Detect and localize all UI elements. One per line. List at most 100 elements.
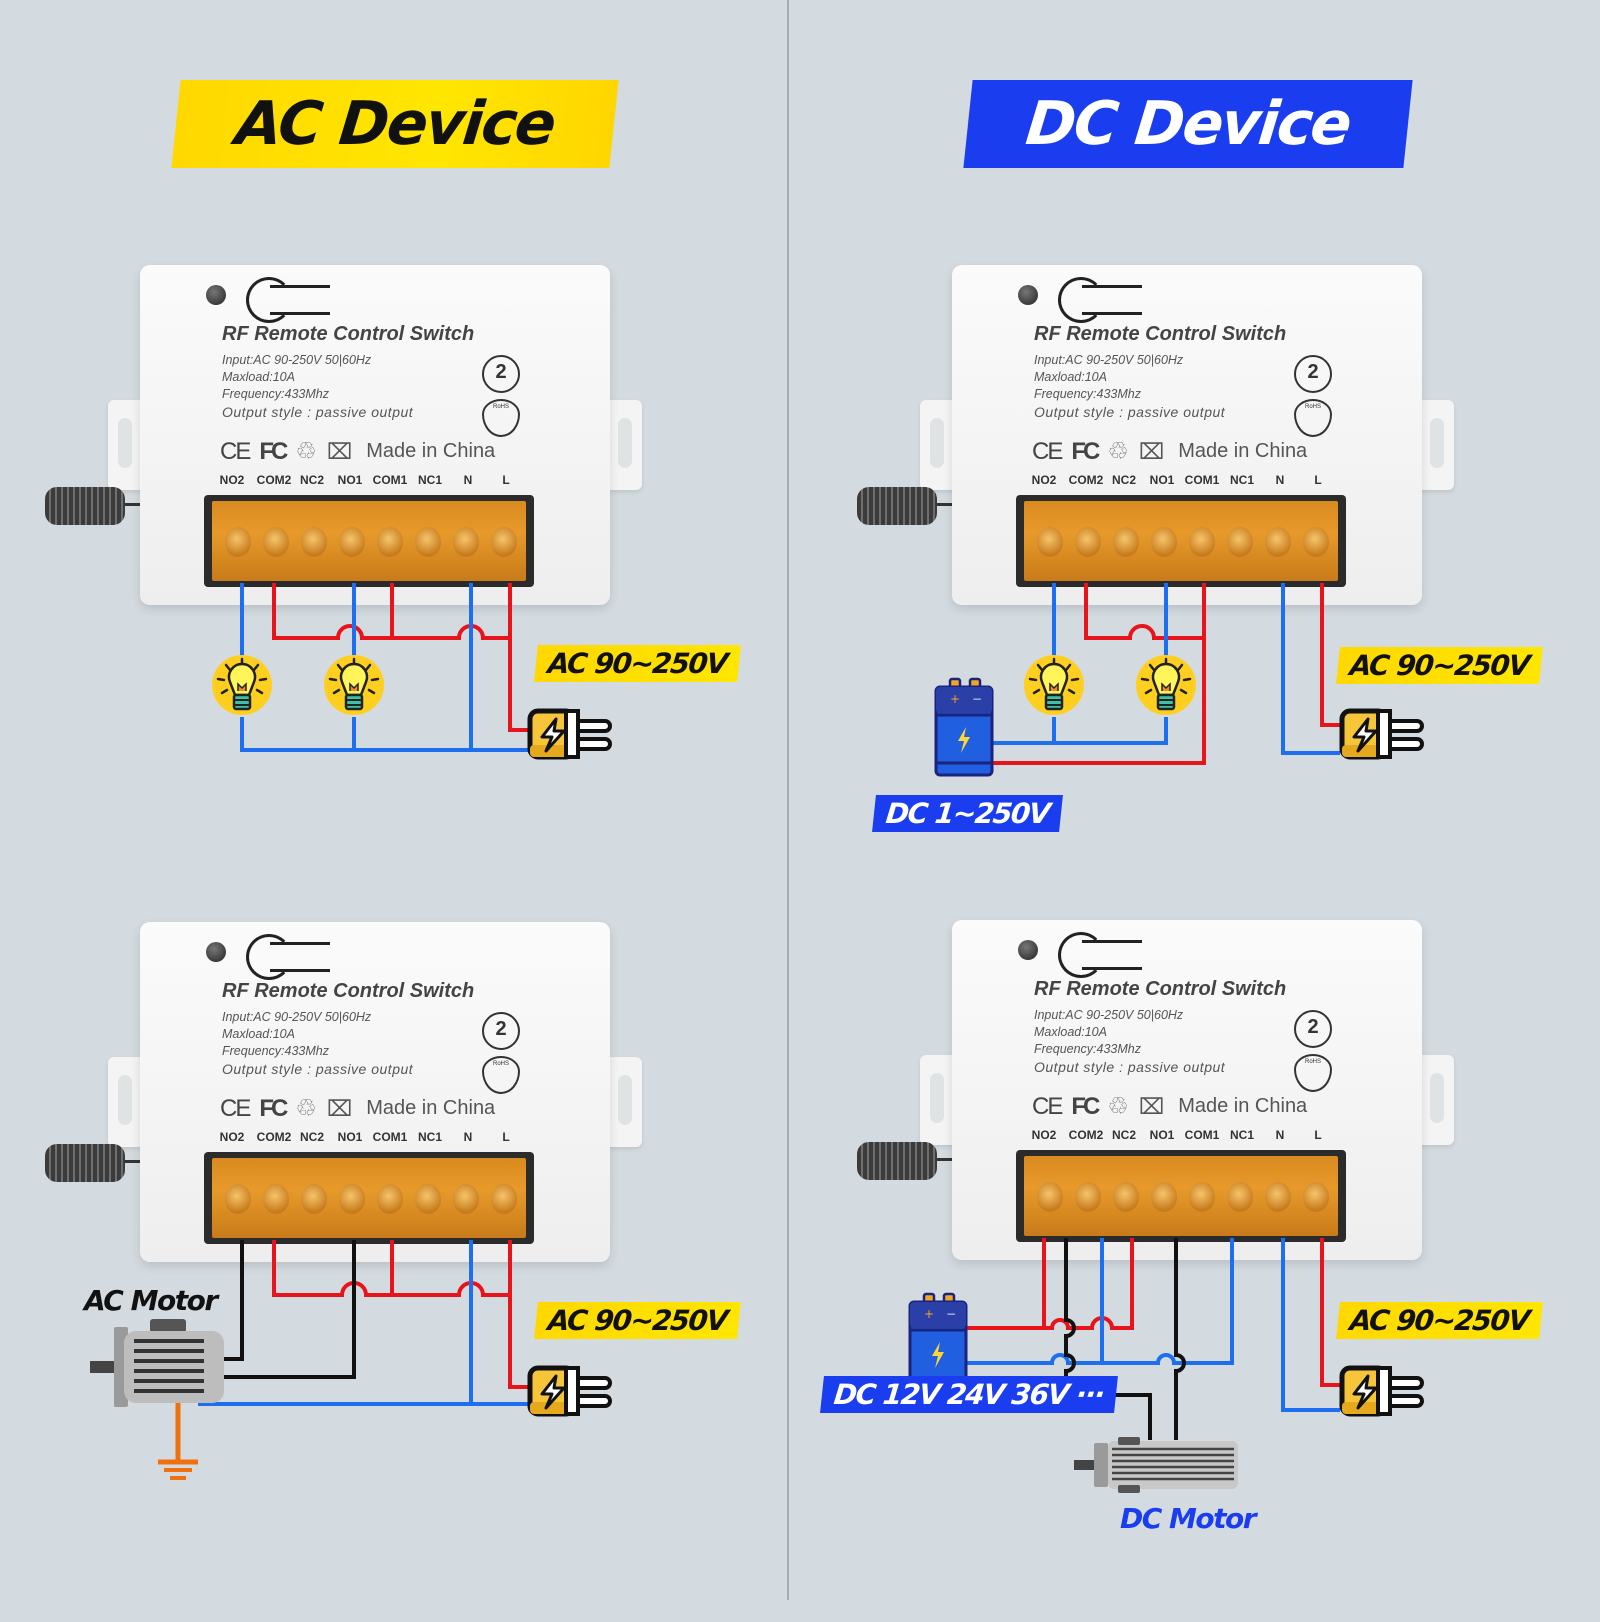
screw-terminal-n: [1265, 527, 1291, 557]
module-title: RF Remote Control Switch: [222, 323, 475, 345]
screw-terminal-nc2: [301, 1184, 327, 1214]
screw-terminal-com1: [1189, 1182, 1215, 1212]
weee-bin-icon: ⌧: [1138, 1093, 1165, 1119]
screw-terminal-nc2: [1113, 527, 1139, 557]
rohs-leaf-icon: RoHS: [482, 399, 520, 437]
recycle-icon: ♲: [1107, 1093, 1129, 1120]
terminal-label-nc1: NC1: [417, 1130, 443, 1144]
terminal-label-com2: COM2: [256, 473, 292, 487]
ac-motor-label: AC Motor: [84, 1284, 218, 1317]
certification-row: CE FC ♲ ⌧ Made in China: [1032, 437, 1307, 466]
light-bulb-icon: [322, 653, 386, 717]
terminal-label-n: N: [463, 473, 473, 487]
ac-supply-label: AC 90~250V: [534, 1302, 741, 1339]
spec-input: Input:AC 90-250V 50|60Hz: [222, 353, 372, 367]
screw-terminal-no1: [339, 1184, 365, 1214]
fcc-mark-icon: FC: [259, 437, 288, 465]
terminal-label-n: N: [1275, 473, 1285, 487]
weee-bin-icon: ⌧: [1138, 438, 1165, 464]
recycle-icon: ♲: [1107, 438, 1129, 465]
rohs-leaf-icon: RoHS: [482, 1056, 520, 1094]
screw-terminal-com2: [1075, 1182, 1101, 1212]
module-housing: RF Remote Control Switch Input:AC 90-250…: [952, 265, 1422, 605]
terminal-label-com2: COM2: [256, 1130, 292, 1144]
screw-terminal-nc2: [301, 527, 327, 557]
screw-terminal-no1: [1151, 1182, 1177, 1212]
power-plug-icon: [1342, 1368, 1422, 1414]
terminal-label-no2: NO2: [1031, 473, 1057, 487]
screw-terminal-l: [491, 1184, 517, 1214]
terminal-label-nc1: NC1: [1229, 473, 1255, 487]
terminal-label-nc1: NC1: [417, 473, 443, 487]
wiring-ac-motor: [88, 1240, 780, 1480]
wire-dc-positive: [972, 583, 1206, 765]
spec-maxload: Maxload:10A: [1034, 1025, 1107, 1039]
terminal-label-no2: NO2: [1031, 1128, 1057, 1142]
screw-terminal-nc1: [415, 527, 441, 557]
spec-output-style: Output style : passive output: [1034, 1059, 1226, 1075]
terminal-labels: NO2 COM2 NC2 NO1 COM1 NC1 N L: [1028, 1128, 1348, 1144]
terminal-label-nc2: NC2: [299, 473, 325, 487]
terminal-label-no1: NO1: [1149, 1128, 1175, 1142]
two-channel-badge-icon: 2: [1294, 355, 1332, 393]
screw-terminal-n: [1265, 1182, 1291, 1212]
screw-terminal-no2: [1037, 527, 1063, 557]
spec-input: Input:AC 90-250V 50|60Hz: [1034, 353, 1184, 367]
rf-relay-module: RF Remote Control Switch Input:AC 90-250…: [857, 920, 1454, 1260]
screw-terminal-no1: [339, 527, 365, 557]
dc-motor-label: DC Motor: [1120, 1502, 1257, 1535]
module-title: RF Remote Control Switch: [1034, 323, 1287, 345]
screw-terminal-nc1: [1227, 527, 1253, 557]
ce-mark-icon: CE: [220, 1094, 251, 1122]
brand-logo-icon: [1058, 932, 1104, 978]
screw-terminal-block: [204, 1152, 534, 1244]
certification-row: CE FC ♲ ⌧ Made in China: [220, 1094, 495, 1123]
terminal-label-no1: NO1: [337, 1130, 363, 1144]
dc-device-title: DC Device: [1022, 89, 1354, 159]
certification-row: CE FC ♲ ⌧ Made in China: [1032, 1092, 1307, 1121]
spec-maxload: Maxload:10A: [222, 1027, 295, 1041]
wire-dc-negative: [962, 1238, 1234, 1365]
ac-motor-icon: [88, 1317, 226, 1409]
spec-maxload: Maxload:10A: [222, 370, 295, 384]
two-channel-badge-icon: 2: [482, 355, 520, 393]
status-led: [206, 285, 226, 305]
power-plug-icon: [530, 711, 610, 757]
module-title: RF Remote Control Switch: [1034, 978, 1287, 1000]
panel-dc-motor: RF Remote Control Switch Input:AC 90-250…: [812, 920, 1592, 1620]
recycle-icon: ♲: [295, 438, 317, 465]
screw-terminal-nc1: [415, 1184, 441, 1214]
battery-icon: [934, 677, 994, 777]
terminal-label-nc2: NC2: [299, 1130, 325, 1144]
terminal-label-l: L: [1314, 473, 1322, 487]
screw-terminal-l: [491, 527, 517, 557]
terminal-labels: NO2 COM2 NC2 NO1 COM1 NC1 N L: [216, 473, 536, 489]
fcc-mark-icon: FC: [1071, 1092, 1100, 1120]
brand-logo-lines: [1082, 940, 1142, 970]
status-led: [1018, 940, 1038, 960]
rohs-leaf-icon: RoHS: [1294, 399, 1332, 437]
screw-terminal-block: [1016, 1150, 1346, 1242]
status-led: [206, 942, 226, 962]
antenna-lead: [122, 1160, 144, 1163]
ce-mark-icon: CE: [1032, 437, 1063, 465]
made-in-china-text: Made in China: [366, 440, 496, 462]
two-channel-badge-icon: 2: [1294, 1010, 1332, 1048]
dc-supply-label: DC 12V 24V 36V ···: [820, 1376, 1118, 1413]
screw-terminal-com2: [263, 527, 289, 557]
spec-frequency: Frequency:433Mhz: [1034, 1042, 1142, 1056]
screw-terminal-block: [204, 495, 534, 587]
screw-terminal-n: [453, 1184, 479, 1214]
module-housing: RF Remote Control Switch Input:AC 90-250…: [140, 922, 610, 1262]
spring-antenna-icon: [857, 487, 937, 525]
terminal-label-nc2: NC2: [1111, 1128, 1137, 1142]
module-housing: RF Remote Control Switch Input:AC 90-250…: [140, 265, 610, 605]
spec-input: Input:AC 90-250V 50|60Hz: [222, 1010, 372, 1024]
dc-device-banner: DC Device: [963, 80, 1413, 168]
screw-terminal-no2: [225, 1184, 251, 1214]
wire-motor-b: [1174, 1238, 1186, 1440]
antenna-lead: [934, 1158, 956, 1161]
terminal-label-no1: NO1: [337, 473, 363, 487]
brand-logo-lines: [270, 285, 330, 315]
rf-relay-module: RF Remote Control Switch Input:AC 90-250…: [45, 265, 642, 605]
